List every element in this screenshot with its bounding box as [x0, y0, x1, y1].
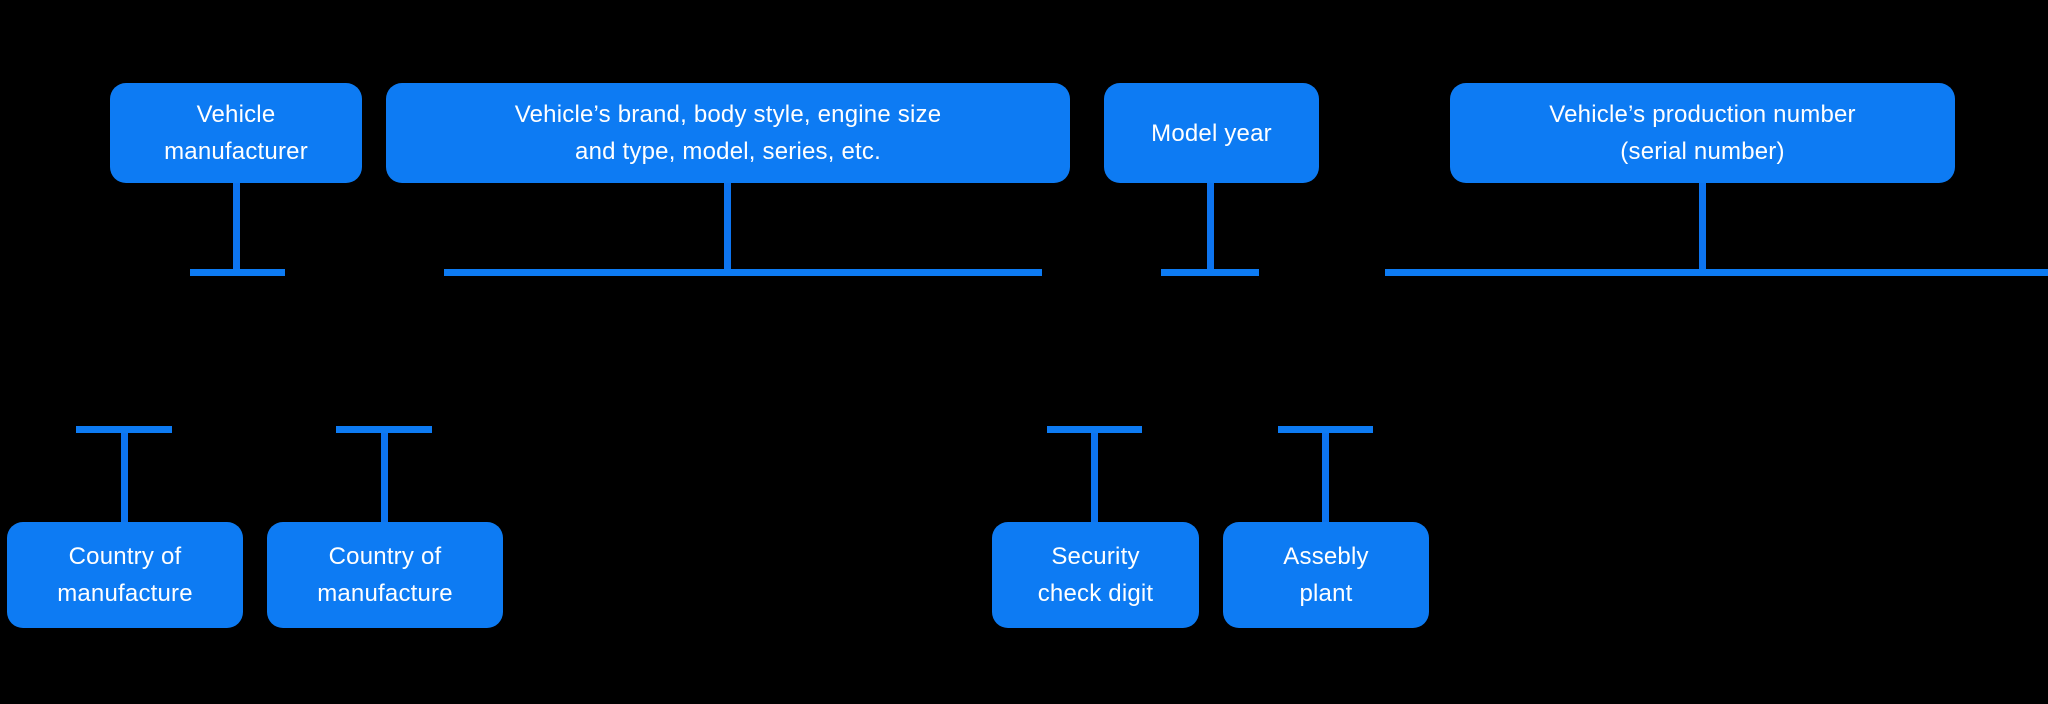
connector-bar-production-number [1385, 269, 2048, 276]
connector-stem-country-of-manufacture-1 [121, 433, 128, 522]
connector-bar-security-check-digit [1047, 426, 1142, 433]
connector-stem-model-year [1207, 183, 1214, 269]
node-label-line: manufacture [317, 580, 453, 607]
connector-bar-country-of-manufacture-1 [76, 426, 172, 433]
node-label-line: manufacture [57, 580, 193, 607]
node-country-of-manufacture-1: Country of manufacture [7, 522, 243, 628]
node-label-line: Country of [328, 543, 442, 570]
node-model-year: Model year [1104, 83, 1319, 183]
connector-bar-assembly-plant [1278, 426, 1373, 433]
node-label-line: Vehicle’s brand, body style, engine size [514, 101, 942, 128]
connector-bar-model-year [1161, 269, 1259, 276]
node-vehicle-manufacturer: Vehicle manufacturer [110, 83, 362, 183]
node-label-line: Vehicle’s production number [1549, 101, 1856, 128]
connector-bar-vehicle-manufacturer [190, 269, 285, 276]
node-label-line: and type, model, series, etc. [575, 138, 881, 165]
node-production-number: Vehicle’s production number (serial numb… [1450, 83, 1955, 183]
node-vehicle-attributes: Vehicle’s brand, body style, engine size… [386, 83, 1070, 183]
node-label-line: (serial number) [1620, 138, 1785, 165]
connector-stem-assembly-plant [1322, 433, 1329, 522]
node-label-line: check digit [1037, 580, 1154, 607]
connector-stem-vehicle-manufacturer [233, 183, 240, 269]
node-label-line: Model year [1151, 119, 1272, 147]
node-label-line: Country of [68, 543, 182, 570]
node-label-line: Vehicle [196, 101, 276, 128]
node-assembly-plant: Assebly plant [1223, 522, 1429, 628]
node-label-line: plant [1299, 580, 1353, 607]
connector-stem-production-number [1699, 183, 1706, 269]
node-security-check-digit: Security check digit [992, 522, 1199, 628]
node-country-of-manufacture-2: Country of manufacture [267, 522, 503, 628]
connector-bar-vehicle-attributes [444, 269, 1042, 276]
node-label-line: manufacturer [164, 138, 308, 165]
node-label-line: Assebly [1283, 543, 1369, 570]
connector-stem-country-of-manufacture-2 [381, 433, 388, 522]
connector-stem-vehicle-attributes [724, 183, 731, 269]
connector-bar-country-of-manufacture-2 [336, 426, 432, 433]
connector-stem-security-check-digit [1091, 433, 1098, 522]
node-label-line: Security [1051, 543, 1140, 570]
